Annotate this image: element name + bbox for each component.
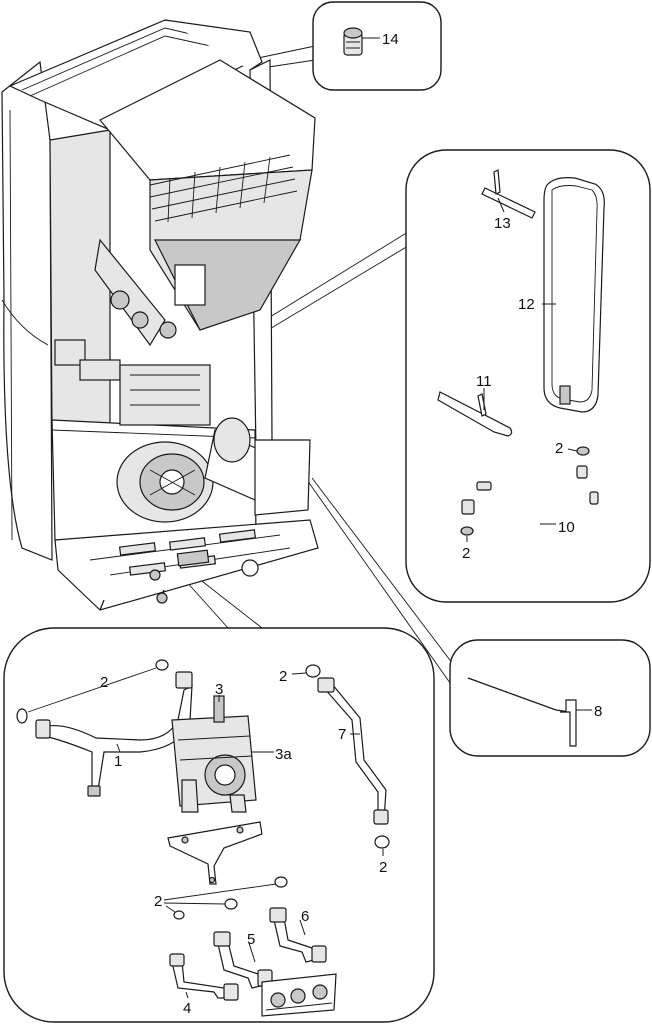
connector-lines bbox=[184, 45, 463, 691]
callout-2-pipe1: 2 bbox=[100, 674, 108, 691]
callout-7: 7 bbox=[338, 726, 346, 743]
callout-12: 12 bbox=[518, 296, 535, 313]
callout-2-pipe7: 2 bbox=[279, 668, 287, 685]
pump-3 bbox=[171, 695, 257, 813]
pump-bracket bbox=[167, 821, 263, 885]
callout-14: 14 bbox=[382, 31, 399, 48]
seal-2-pair bbox=[163, 876, 288, 920]
mounting-strap-11 bbox=[437, 391, 513, 437]
callout-3a: 3a bbox=[275, 746, 292, 763]
bracket-13 bbox=[481, 169, 536, 219]
blower-fan bbox=[116, 441, 214, 523]
callout-5: 5 bbox=[247, 931, 255, 948]
callout-1: 1 bbox=[114, 753, 122, 770]
air-vent-valve bbox=[343, 27, 363, 56]
callout-2-vessel: 2 bbox=[555, 440, 563, 457]
pipe-6 bbox=[269, 907, 327, 963]
callout-4: 4 bbox=[183, 1000, 191, 1017]
expansion-vessel bbox=[543, 177, 605, 413]
seal-2-pipe7 bbox=[305, 664, 321, 678]
callout-3: 3 bbox=[215, 681, 223, 698]
boiler-cabinet bbox=[1, 19, 319, 611]
seal-2-hose bbox=[460, 526, 474, 536]
detail-panel-8: 8 bbox=[449, 639, 651, 757]
manifold bbox=[94, 238, 177, 347]
flex-hose-10 bbox=[461, 465, 604, 582]
seal-2-vessel bbox=[576, 446, 590, 456]
wire-grid bbox=[149, 154, 298, 223]
pipe-1 bbox=[35, 671, 193, 797]
callout-6: 6 bbox=[301, 908, 309, 925]
pipe-7 bbox=[317, 677, 389, 825]
callout-2-pipe7b: 2 bbox=[379, 859, 387, 876]
callout-10: 10 bbox=[558, 519, 575, 536]
base-tray bbox=[54, 519, 319, 611]
callout-2-hose: 2 bbox=[462, 545, 470, 562]
callout-2-seals: 2 bbox=[154, 893, 162, 910]
detail-panel-expansion-vessel: 13 12 11 2 10 bbox=[405, 149, 651, 603]
sensor-rod-8 bbox=[467, 677, 577, 747]
pipe-4 bbox=[169, 953, 239, 1001]
callout-11: 11 bbox=[476, 373, 492, 390]
detail-panel-14: 14 bbox=[312, 1, 442, 91]
callout-13: 13 bbox=[494, 215, 511, 232]
detail-panel-pump-group: 1 2 3 3a bbox=[3, 627, 435, 1023]
callout-8: 8 bbox=[594, 703, 602, 720]
seal-2-pipe7b bbox=[374, 835, 390, 849]
seal-2-pipe1 bbox=[16, 659, 169, 724]
connection-plate bbox=[261, 973, 337, 1017]
